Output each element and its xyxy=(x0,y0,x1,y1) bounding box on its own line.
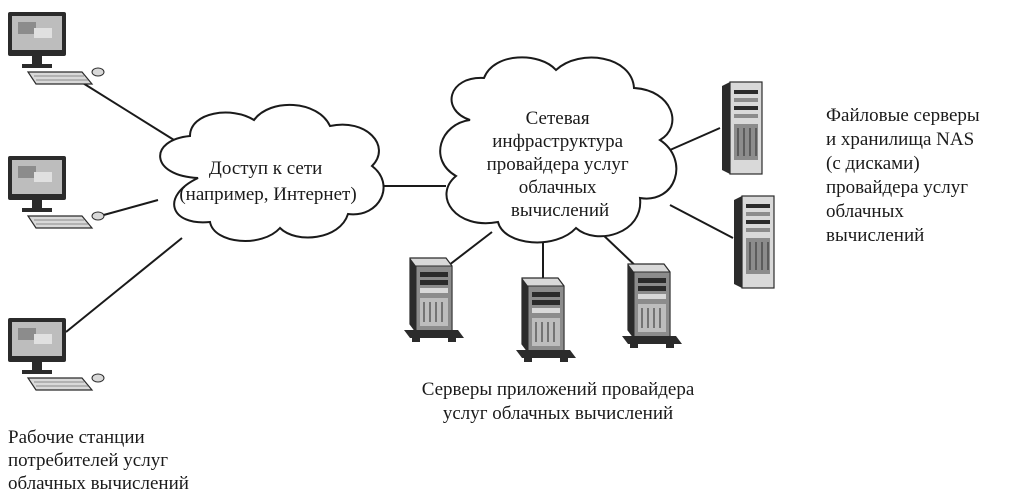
link-file-server-1 xyxy=(669,127,721,151)
svg-text:Доступ к сети (например,: Доступ к сети (например, Интернет) xyxy=(179,158,356,205)
desktop-computer-icon xyxy=(7,11,105,85)
app-server-2 xyxy=(515,277,577,363)
storage-cabinet-icon xyxy=(733,195,775,289)
file-servers-label-line-2: и хранилища NAS xyxy=(826,129,975,150)
app-server-1 xyxy=(403,257,465,343)
file-servers-label-line-1: Файловые серверы xyxy=(826,105,980,126)
link-file-server-2 xyxy=(669,204,734,239)
provider-cloud-line-2: инфраструктура xyxy=(492,131,623,152)
file-servers-label-line-5: облачных xyxy=(826,201,904,222)
svg-text:Сетевая инфраструктура: Сетевая инфраструктура провайдера услуг … xyxy=(487,108,634,221)
link-workstation-2 xyxy=(99,199,159,217)
provider-cloud-line-4: облачных xyxy=(519,177,597,198)
workstation-3 xyxy=(7,317,105,391)
desktop-computer-icon xyxy=(7,317,105,391)
workstations-label-line-2: потребителей услуг xyxy=(8,450,168,471)
storage-cabinet-icon xyxy=(721,81,763,175)
access-cloud-line-1: Доступ к сети xyxy=(209,158,322,179)
file-server-2 xyxy=(733,195,775,289)
app-servers-label-line-1: Серверы приложений провайдера xyxy=(421,379,695,400)
app-server-3 xyxy=(621,263,683,349)
file-servers-label: Файловые серверы и хранилища NAS (с диск… xyxy=(826,104,980,248)
access-cloud-line-2: (например, Интернет) xyxy=(179,184,356,205)
tower-server-icon xyxy=(621,263,683,349)
provider-network-cloud: Сетевая инфраструктура провайдера услуг … xyxy=(439,56,678,244)
app-servers-label-line-2: услуг облачных вычислений xyxy=(442,403,674,424)
file-servers-label-line-3: (с дисками) xyxy=(826,153,920,174)
tower-server-icon xyxy=(403,257,465,343)
link-workstation-1 xyxy=(77,79,183,146)
desktop-computer-icon xyxy=(7,155,105,229)
app-servers-label: Серверы приложений провайдера услуг обла… xyxy=(398,378,718,426)
file-server-1 xyxy=(721,81,763,175)
workstation-1 xyxy=(7,11,105,85)
tower-server-icon xyxy=(515,277,577,363)
provider-cloud-line-5: вычислений xyxy=(511,200,609,221)
connection-lines xyxy=(65,79,734,333)
file-servers-label-line-6: вычислений xyxy=(826,225,925,246)
workstations-label-line-1: Рабочие станции xyxy=(8,427,145,448)
access-cloud: Доступ к сети (например, Интернет) xyxy=(159,103,385,242)
workstations-label-line-3: облачных вычислений xyxy=(8,473,189,494)
provider-cloud-line-3: провайдера услуг xyxy=(487,154,629,175)
link-workstation-3 xyxy=(65,237,183,333)
file-servers-label-line-4: провайдера услуг xyxy=(826,177,968,198)
workstation-2 xyxy=(7,155,105,229)
provider-cloud-line-1: Сетевая xyxy=(526,108,590,129)
workstations-label: Рабочие станции потребителей услуг облач… xyxy=(8,426,189,495)
